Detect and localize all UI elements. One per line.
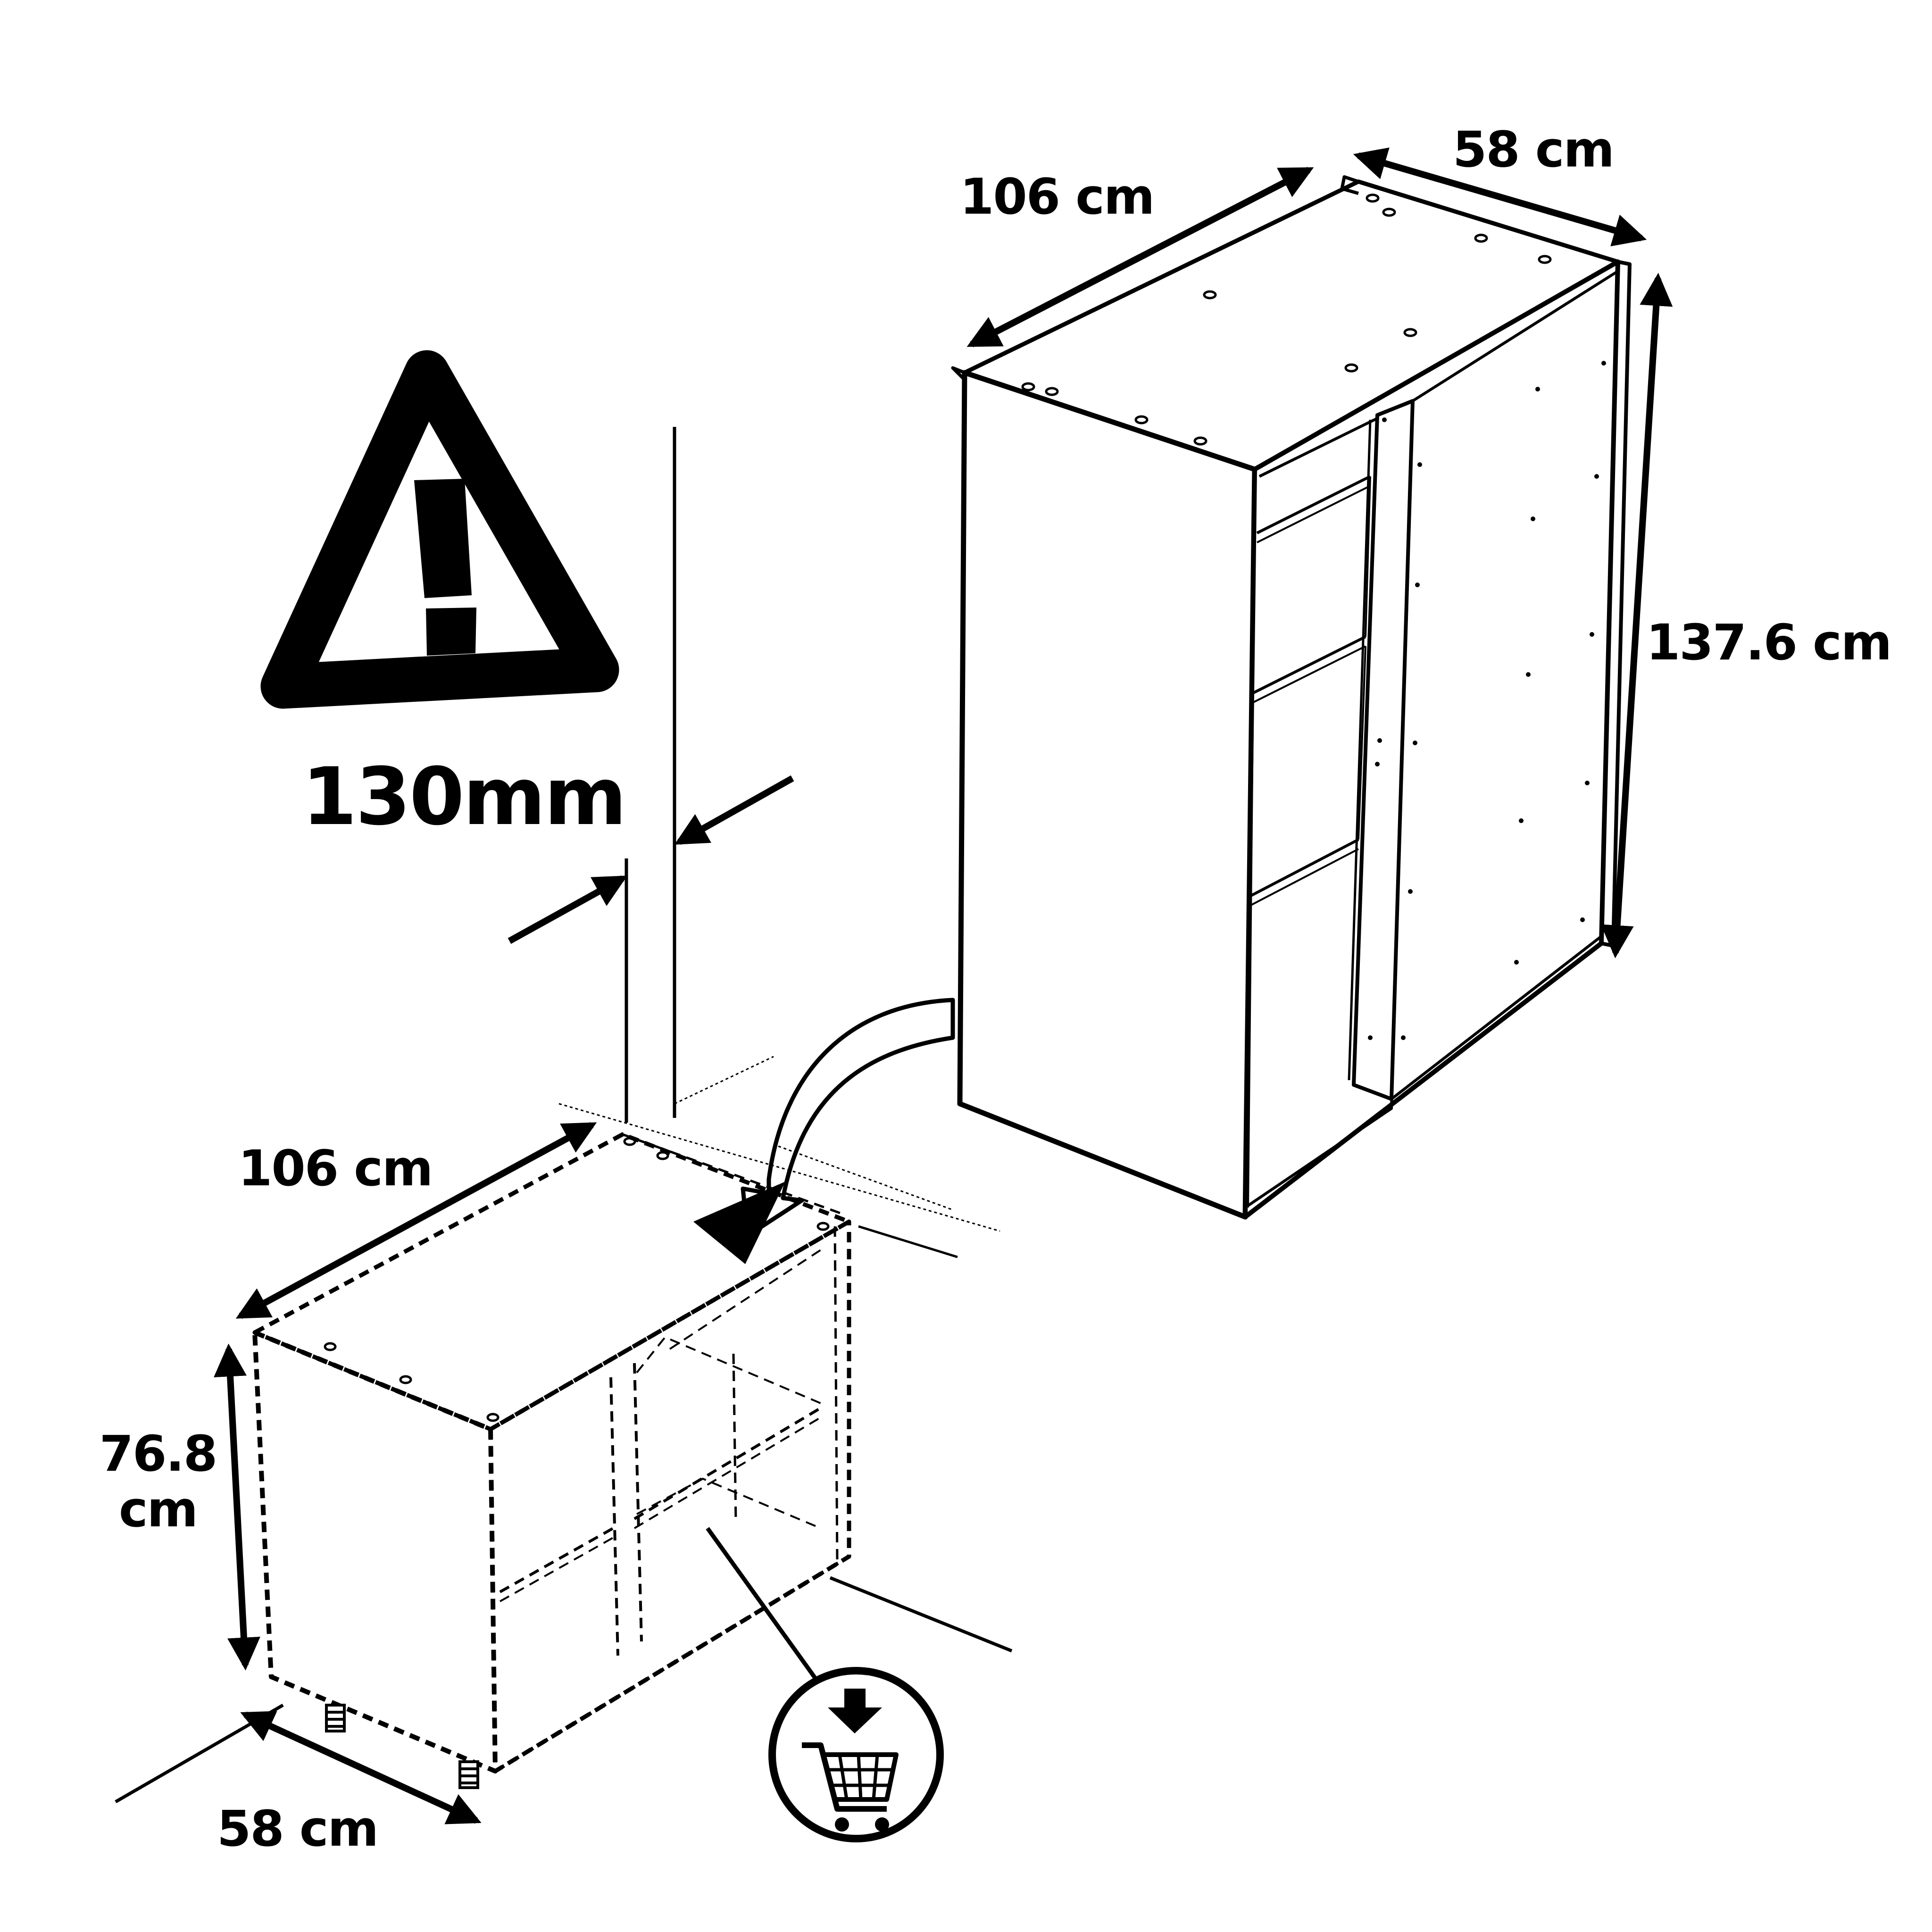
base-cabinet-height-label: 76.8 cm [97,1429,219,1534]
base-cabinet-height-unit: cm [118,1481,198,1538]
base-cabinet-holes [324,1137,830,1422]
gap-label: 130mm [302,750,627,843]
warning-triangle-icon [260,350,619,709]
wall-cabinet-dimensions [966,147,1673,958]
wall-cabinet-width-label: 106 cm [960,168,1155,225]
wall-cabinet-height-label: 137.6 cm [1646,614,1892,671]
curved-placement-arrow [693,998,955,1264]
wall-cabinet-depth-label: 58 cm [1453,121,1615,178]
shopping-cart-download-icon [706,1527,944,1842]
wall-cabinet [951,175,1632,1220]
base-cabinet-legs [325,1704,479,1789]
gap-indicator [508,427,794,1123]
base-cabinet-height-value: 76.8 [99,1425,218,1482]
base-cabinet-dimensions [214,1122,597,1824]
base-cabinet-width-label: 106 cm [238,1140,433,1197]
base-cabinet-depth-label: 58 cm [217,1800,379,1857]
